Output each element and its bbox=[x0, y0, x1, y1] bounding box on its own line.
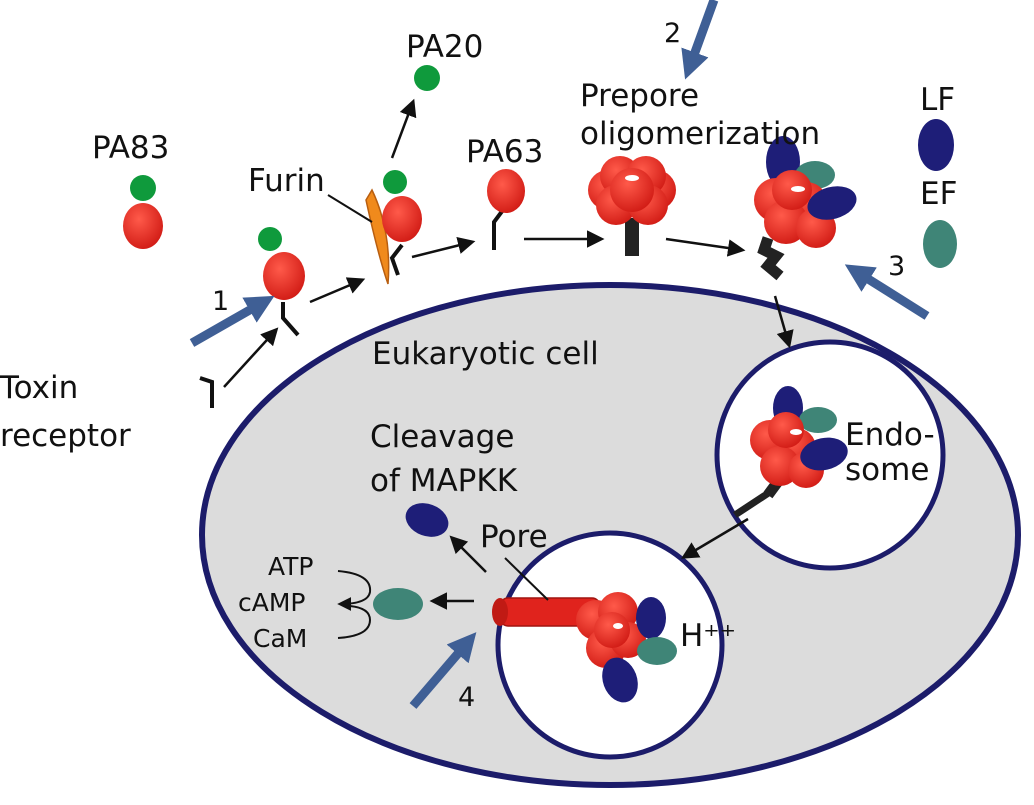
pa83-free bbox=[123, 175, 163, 249]
arrow-lf-release bbox=[449, 535, 487, 573]
label-some: some bbox=[845, 452, 929, 488]
label-pa83: PA83 bbox=[92, 130, 169, 166]
arrow-prepore-to-complex bbox=[665, 237, 746, 257]
pa63-subunit bbox=[123, 203, 163, 249]
arrow-endosome-to-pore bbox=[680, 517, 749, 559]
step-1-arrow bbox=[189, 295, 275, 347]
prepore-heptamer bbox=[588, 156, 676, 256]
process-arrows bbox=[223, 98, 794, 610]
atp-camp-bracket bbox=[337, 570, 372, 639]
label-prepore: Prepore bbox=[580, 78, 699, 114]
label-receptor: receptor bbox=[0, 418, 131, 454]
step-3-number: 3 bbox=[888, 251, 905, 282]
toxin-receptor-1 bbox=[199, 376, 214, 408]
label-h-plus: H⁺⁺ bbox=[680, 618, 736, 654]
pa83-bound bbox=[258, 227, 305, 300]
arrow-to-endosome bbox=[773, 295, 794, 349]
pore-complex bbox=[492, 592, 677, 703]
label-lf: LF bbox=[920, 82, 955, 118]
label-endo: Endo- bbox=[845, 417, 935, 453]
arrow-pa83-to-furin bbox=[309, 277, 366, 304]
label-toxin: Toxin bbox=[0, 370, 78, 406]
label-eukaryotic-cell: Eukaryotic cell bbox=[372, 336, 599, 372]
label-furin: Furin bbox=[248, 163, 325, 199]
step-arrows bbox=[189, 0, 930, 709]
arrow-furin-to-pa63 bbox=[411, 236, 476, 259]
pa63-bound bbox=[487, 169, 525, 213]
lf-free bbox=[918, 119, 954, 171]
lf-cytoplasm bbox=[405, 503, 449, 537]
prepore-with-lf-ef bbox=[754, 136, 857, 281]
step-1-number: 1 bbox=[212, 286, 229, 317]
step-2-arrow bbox=[681, 0, 719, 80]
label-ef: EF bbox=[920, 176, 957, 212]
label-camp: cAMP bbox=[238, 588, 306, 617]
label-cam: CaM bbox=[253, 624, 307, 653]
pore-pointer bbox=[504, 557, 549, 601]
label-pore: Pore bbox=[480, 519, 548, 555]
arrow-pa20-release bbox=[390, 98, 417, 159]
step-2-number: 2 bbox=[664, 18, 681, 49]
furin-pointer bbox=[327, 194, 373, 223]
label-atp: ATP bbox=[268, 552, 314, 581]
label-cleavage: Cleavage bbox=[370, 419, 514, 455]
endosome-complex bbox=[733, 386, 848, 518]
receptor-pa83-bound bbox=[281, 302, 300, 337]
step-3-arrow bbox=[844, 264, 930, 320]
step-4-number: 4 bbox=[458, 682, 475, 713]
receptor-furin-site bbox=[389, 243, 404, 276]
label-of-mapkk: of MAPKK bbox=[370, 463, 518, 499]
label-pa63: PA63 bbox=[466, 134, 543, 170]
pa20-released bbox=[414, 65, 440, 91]
furin-enzyme bbox=[365, 188, 390, 285]
arrow-receptor-to-pa83 bbox=[223, 327, 279, 388]
ef-free bbox=[923, 220, 957, 268]
furin-cleavage bbox=[327, 170, 422, 285]
step-4-arrow bbox=[409, 632, 477, 709]
ef-cytoplasm bbox=[373, 588, 423, 620]
receptor-pa63 bbox=[492, 208, 505, 250]
label-oligomerization: oligomerization bbox=[580, 116, 820, 152]
pa20-subunit bbox=[130, 175, 156, 201]
label-pa20: PA20 bbox=[406, 29, 483, 65]
